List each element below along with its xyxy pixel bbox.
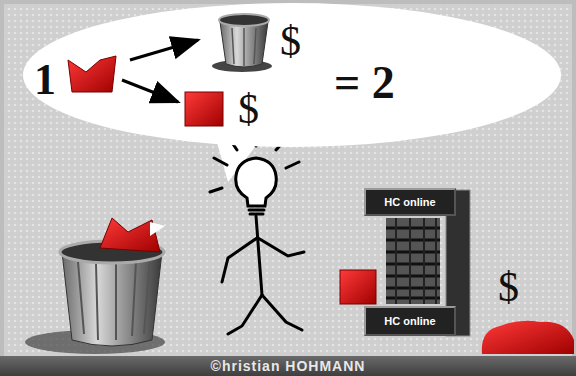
panel-label: HC online (384, 196, 435, 208)
red-envelope (68, 56, 116, 92)
speech-bubble: 1 $ $ = 2 (22, 2, 562, 148)
can-ribs (78, 258, 150, 340)
small-trash-can (212, 14, 272, 72)
split-arrow (122, 80, 178, 102)
shredder-grid (386, 218, 440, 304)
split-arrow (130, 40, 198, 60)
can-ribs (232, 28, 256, 66)
bulb-head (236, 158, 277, 206)
bubble-symbol: $ (280, 20, 301, 62)
figure-arm (258, 238, 304, 256)
bubble-ellipse (23, 3, 561, 147)
bulb-base (249, 210, 264, 214)
trash-can (25, 218, 165, 354)
bubble-symbol: $ (238, 88, 259, 130)
red-square (340, 270, 376, 304)
shredder-teeth (386, 218, 440, 304)
can-rim (219, 14, 269, 26)
figure-leg (262, 295, 302, 330)
figure-leg (228, 295, 262, 334)
panel-label: HC online (384, 315, 435, 327)
figure-arm (222, 238, 257, 282)
dotted-background (4, 4, 572, 356)
can-body (62, 252, 162, 346)
bubble-symbol: 1 (34, 58, 56, 102)
bubble-symbol: = 2 (334, 60, 395, 106)
copyright-text: ©hristian HOHMANN (211, 358, 366, 374)
stick-figure (210, 132, 304, 334)
can-body (220, 22, 268, 67)
check-mark (150, 222, 165, 236)
machine-panel: HC online (364, 306, 456, 336)
copyright-band: ©hristian HOHMANN (0, 356, 576, 376)
machine-panel: HC online (364, 188, 456, 216)
red-square (185, 92, 223, 126)
figure-body (256, 216, 262, 295)
dollar-sign: $ (498, 266, 519, 308)
shredded-red-pile (482, 321, 574, 354)
shadow (212, 60, 272, 72)
